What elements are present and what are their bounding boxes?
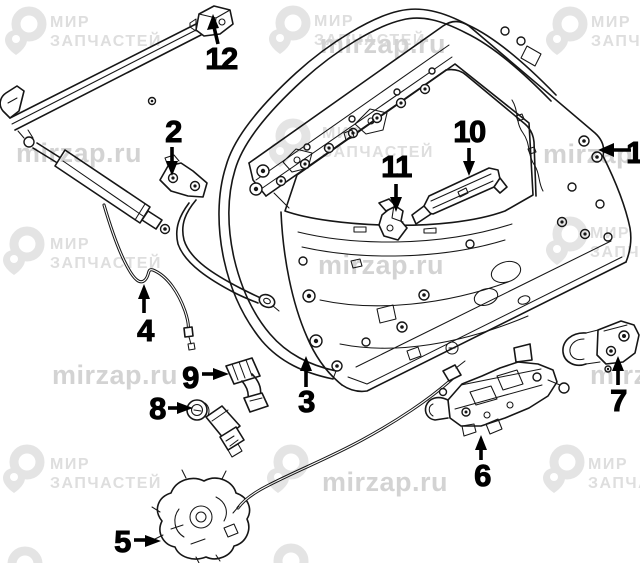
callout-12-label: 12	[205, 41, 237, 76]
part-striker-unit	[378, 198, 408, 241]
callout-12: 12	[205, 14, 239, 77]
callout-8-label: 8	[149, 391, 166, 426]
part-cover-bracket	[225, 357, 269, 413]
callout-1: 1	[598, 135, 640, 171]
part-lock-actuator	[151, 469, 251, 563]
callout-11-label: 11	[381, 149, 412, 184]
callout-3: 3	[298, 356, 317, 420]
callout-10: 10	[453, 114, 487, 176]
callout-6: 6	[474, 435, 493, 494]
callout-8: 8	[149, 391, 193, 427]
callout-4: 4	[137, 284, 157, 349]
callout-1-label: 1	[626, 135, 640, 170]
part-harness-cable	[102, 203, 196, 351]
callout-10-label: 10	[453, 114, 485, 149]
callout-9-label: 9	[182, 360, 199, 395]
part-lock-cylinder	[186, 399, 245, 458]
part-rail-with-bracket	[0, 5, 234, 131]
part-latch-assembly	[424, 343, 570, 437]
release-cable	[232, 360, 466, 514]
callout-2-label: 2	[165, 114, 181, 149]
callout-3-label: 3	[298, 384, 315, 419]
callout-2: 2	[165, 114, 183, 176]
callouts: 1 2 3 4 5 6 7 8	[114, 14, 640, 560]
part-gas-strut	[17, 129, 171, 235]
callout-9: 9	[182, 360, 229, 396]
callout-5-label: 5	[114, 524, 131, 559]
callout-7: 7	[610, 356, 628, 419]
callout-7-label: 7	[610, 383, 626, 418]
callout-11: 11	[381, 149, 414, 212]
part-brake-light	[411, 167, 508, 225]
callout-5: 5	[114, 524, 161, 560]
part-hinge-bracket	[562, 320, 640, 373]
callout-6-label: 6	[474, 458, 491, 493]
callout-4-label: 4	[137, 313, 155, 348]
